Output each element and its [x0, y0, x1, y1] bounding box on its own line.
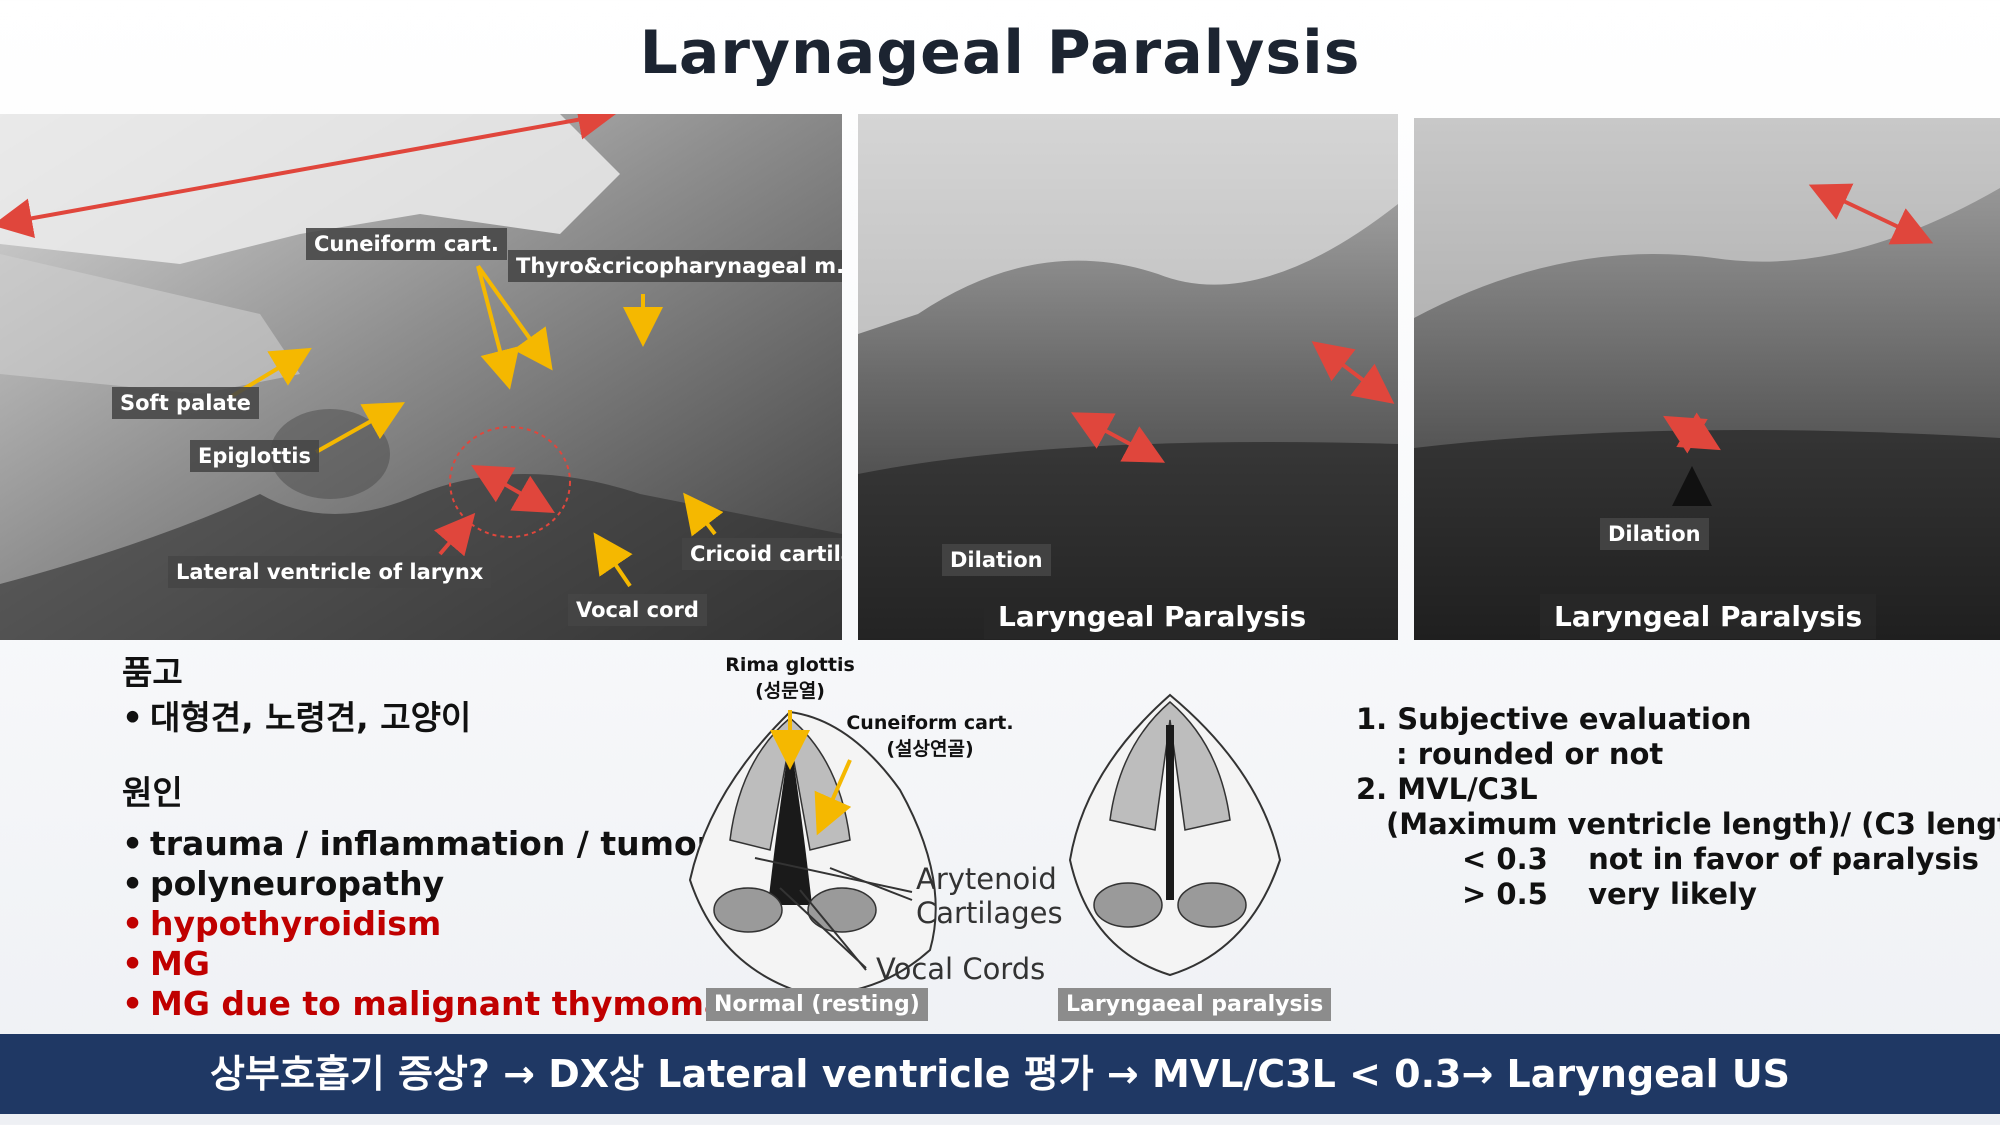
- label-lateral-ventricle: Lateral ventricle of larynx: [168, 556, 492, 588]
- label-cuneiform-cart: Cuneiform cart.: [306, 228, 507, 260]
- label-cricoid-cartilage: Cricoid cartilage: [682, 538, 842, 570]
- eval-line-1: 1. Subjective evaluation: [1356, 702, 1752, 736]
- label-dilation-2: Dilation: [942, 544, 1051, 576]
- cause-item: •hypothyroidism: [122, 904, 442, 943]
- cause-heading: 원인: [122, 773, 183, 812]
- rima-glottis-label: Rima glottis(성문열): [725, 654, 855, 702]
- cause-item: •trauma / inflammation / tumor: [122, 824, 713, 863]
- cause-item: •polyneuropathy: [122, 864, 445, 903]
- xray-3-image: [1414, 118, 2000, 640]
- breed-item: •대형견, 노령견, 고양이: [122, 698, 472, 737]
- xray-2-image: [858, 114, 1398, 640]
- label-vocal-cord: Vocal cord: [568, 594, 707, 626]
- eval-line-3: 2. MVL/C3L: [1356, 772, 1538, 806]
- laryngeal-paralysis-caption: Laryngaeal paralysis: [1058, 988, 1332, 1021]
- larynx-diagram: Rima glottis(성문열) Cuneiform cart.(설상연골) …: [680, 650, 1332, 1030]
- caption-laryngeal-paralysis-3: Laryngeal Paralysis: [1540, 594, 1877, 639]
- vocal-cords-label: Vocal Cords: [876, 952, 1046, 986]
- footer-banner: 상부호흡기 증상? → DX상 Lateral ventricle 평가 → M…: [0, 1034, 2000, 1114]
- xray-panel-3: Dilation Laryngeal Paralysis: [1414, 118, 2000, 640]
- label-epiglottis: Epiglottis: [190, 440, 320, 472]
- xray-main-panel: Cuneiform cart. Thyro&cricopharynageal m…: [0, 114, 842, 640]
- breed-section: 품고 •대형견, 노령견, 고양이: [122, 646, 471, 738]
- cause-item: •MG: [122, 944, 210, 983]
- eval-line-4: (Maximum ventricle length)/ (C3 length): [1386, 807, 2000, 841]
- caption-laryngeal-paralysis-2: Laryngeal Paralysis: [984, 594, 1321, 639]
- page-title: Larynageal Paralysis: [639, 18, 1361, 88]
- label-dilation-3: Dilation: [1600, 518, 1709, 550]
- cuneiform-diagram-label: Cuneiform cart.(설상연골): [846, 712, 1014, 760]
- eval-line-2: : rounded or not: [1396, 737, 1664, 771]
- xray-panel-2: Dilation Laryngeal Paralysis: [858, 114, 1398, 640]
- eval-line-5: < 0.3 not in favor of paralysis: [1462, 842, 1979, 876]
- label-soft-palate: Soft palate: [112, 387, 259, 419]
- breed-heading: 품고: [122, 653, 183, 692]
- evaluation-section: 1. Subjective evaluation : rounded or no…: [1356, 702, 2000, 912]
- cause-section: 원인 •trauma / inflammation / tumor •polyn…: [122, 766, 726, 1024]
- eval-line-6: > 0.5 very likely: [1462, 877, 1757, 911]
- normal-resting-caption: Normal (resting): [706, 988, 928, 1021]
- cause-item: •MG due to malignant thymoma: [122, 984, 727, 1023]
- label-thyro-cricopharyngeal: Thyro&cricopharynageal m.: [508, 250, 842, 282]
- larynx-diagram-drawing: [688, 693, 1282, 997]
